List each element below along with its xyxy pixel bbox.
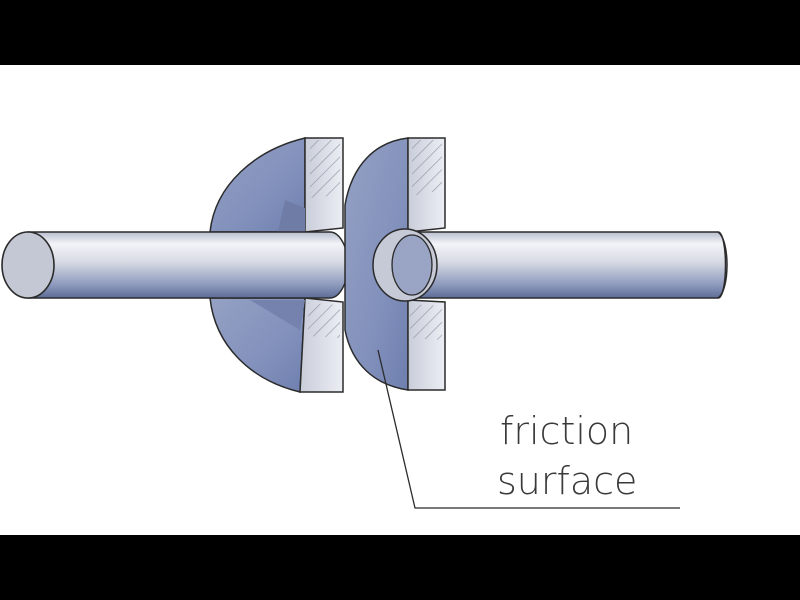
letterbox-bottom xyxy=(0,535,800,600)
left-rod xyxy=(1,231,351,299)
left-disc-lower-facet xyxy=(250,300,305,330)
right-rod-body xyxy=(404,231,727,299)
left-disc-lower-hatch xyxy=(308,303,340,338)
friction-label-line2: surface xyxy=(497,459,637,503)
friction-weld-illustration: friction surface xyxy=(0,65,800,535)
right-disc-upper-hatch xyxy=(412,140,442,196)
leader-line xyxy=(377,349,680,509)
left-disc-shadow-facet xyxy=(278,200,305,232)
left-disc-upper-hatch xyxy=(310,140,340,198)
friction-label-line1: friction xyxy=(500,409,633,453)
right-rod-end-cap xyxy=(717,231,728,299)
diagram-canvas: friction surface xyxy=(0,65,800,535)
right-rod xyxy=(372,228,728,302)
letterbox-top xyxy=(0,0,800,65)
left-rod-body xyxy=(27,231,351,299)
left-rod-end-face xyxy=(1,231,55,299)
right-rod-bore-inner xyxy=(391,234,433,296)
right-disc-lower-hatch xyxy=(410,304,442,340)
